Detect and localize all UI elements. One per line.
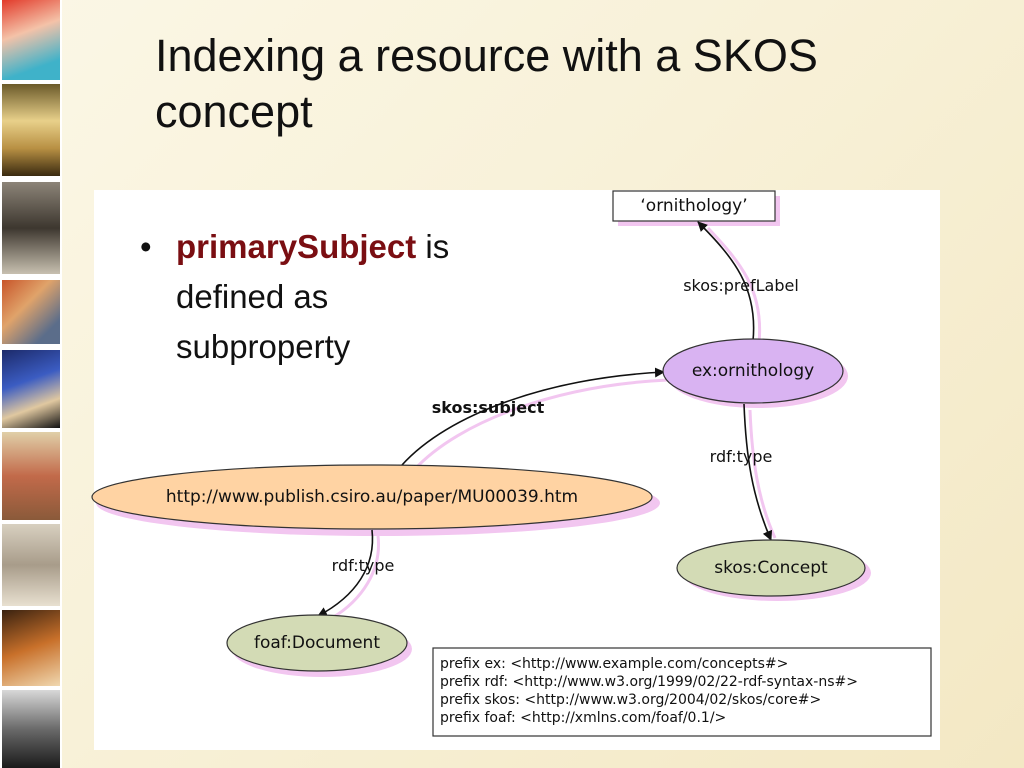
- document-node-label: foaf:Document: [254, 633, 380, 653]
- prefix-line: prefix skos: <http://www.w3.org/2004/02/…: [440, 692, 821, 708]
- literal-node: [612, 190, 776, 222]
- edge-label-type-resource: rdf:type: [332, 556, 395, 575]
- bullet-dot: •: [140, 228, 152, 265]
- skos-concept-node-label: skos:Concept: [714, 558, 828, 578]
- portrait-thumbnail: [2, 524, 60, 606]
- document-node: [226, 614, 408, 672]
- portrait-thumbnail: [2, 84, 60, 176]
- portrait-thumbnail: [2, 610, 60, 686]
- portrait-thumbnail: [2, 182, 60, 274]
- slide-title-line-2: concept: [155, 86, 313, 137]
- concept-node-label: ex:ornithology: [692, 361, 814, 381]
- bullet-line-2: defined as: [176, 278, 329, 315]
- slide-title-line-1: Indexing a resource with a SKOS: [155, 30, 818, 81]
- concept-node: [662, 338, 844, 404]
- resource-node: [91, 464, 653, 530]
- bullet-line-3: subproperty: [176, 328, 351, 365]
- edges: [317, 221, 773, 617]
- edge-type-resource: [317, 529, 374, 617]
- edge-label-pref-label: skos:prefLabel: [683, 276, 799, 295]
- prefix-line: prefix rdf: <http://www.w3.org/1999/02/2…: [440, 674, 858, 690]
- portrait-thumbnail: [2, 0, 60, 80]
- portrait-thumbnail: [2, 350, 60, 428]
- literal-node-label: ‘ornithology’: [640, 196, 747, 216]
- bullet-keyword: primarySubject: [176, 228, 417, 265]
- image-strip: [0, 0, 62, 768]
- bullet-text-after: is: [416, 228, 450, 265]
- edge-pref-label: [697, 221, 755, 342]
- portrait-thumbnail: [2, 280, 60, 344]
- slide-title: Indexing a resource with a SKOS concept: [155, 28, 935, 140]
- edge-label-type-concept: rdf:type: [710, 447, 773, 466]
- edge-shadows: [331, 226, 777, 620]
- prefix-line: prefix ex: <http://www.example.com/conce…: [440, 656, 788, 672]
- edge-subject: [401, 367, 665, 466]
- resource-node-label: http://www.publish.csiro.au/paper/MU0003…: [166, 487, 578, 507]
- prefix-box: [432, 647, 932, 737]
- portrait-thumbnail: [2, 690, 60, 768]
- prefix-line: prefix foaf: <http://xmlns.com/foaf/0.1/…: [440, 710, 726, 726]
- edge-label-subject: skos:subject: [432, 398, 545, 417]
- edge-type-concept: [743, 403, 773, 541]
- skos-concept-node: [676, 539, 866, 597]
- portrait-thumbnail: [2, 432, 60, 520]
- bullet-text: primarySubject is defined as subproperty: [176, 222, 526, 372]
